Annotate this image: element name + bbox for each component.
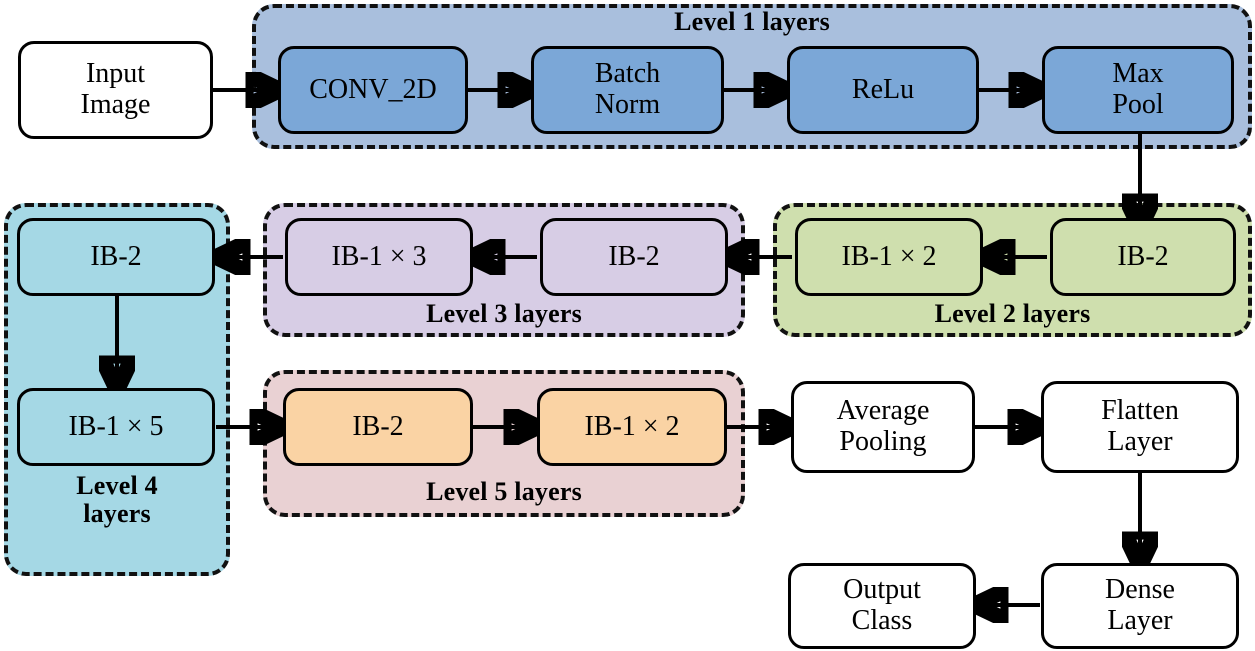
- group-level-2-label: Level 2 layers: [934, 299, 1091, 328]
- node-flatten-layer[interactable]: Flatten Layer: [1041, 381, 1239, 473]
- group-level-5-label: Level 5 layers: [426, 477, 582, 506]
- node-l2-ib1x2[interactable]: IB-1 × 2: [795, 218, 983, 296]
- node-dense-layer[interactable]: Dense Layer: [1041, 563, 1239, 649]
- node-max-pool[interactable]: Max Pool: [1042, 46, 1234, 134]
- node-l4-ib2[interactable]: IB-2: [17, 218, 215, 296]
- node-output-class[interactable]: Output Class: [788, 563, 976, 649]
- node-l2-ib2[interactable]: IB-2: [1050, 218, 1236, 296]
- node-l5-ib2[interactable]: IB-2: [283, 388, 473, 466]
- group-level-4-label: Level 4 layers: [76, 471, 158, 528]
- group-level-1-label: Level 1 layers: [674, 7, 830, 36]
- node-l5-ib1x2[interactable]: IB-1 × 2: [537, 388, 727, 466]
- node-average-pooling[interactable]: Average Pooling: [791, 381, 975, 473]
- node-input-image[interactable]: Input Image: [18, 41, 213, 139]
- node-l3-ib2[interactable]: IB-2: [540, 218, 728, 296]
- node-l3-ib1x3[interactable]: IB-1 × 3: [285, 218, 473, 296]
- node-batch-norm[interactable]: Batch Norm: [531, 46, 724, 134]
- group-level-3-label: Level 3 layers: [426, 299, 582, 328]
- node-conv2d[interactable]: CONV_2D: [278, 46, 468, 134]
- node-l4-ib1x5[interactable]: IB-1 × 5: [17, 388, 215, 466]
- node-relu[interactable]: ReLu: [787, 46, 979, 134]
